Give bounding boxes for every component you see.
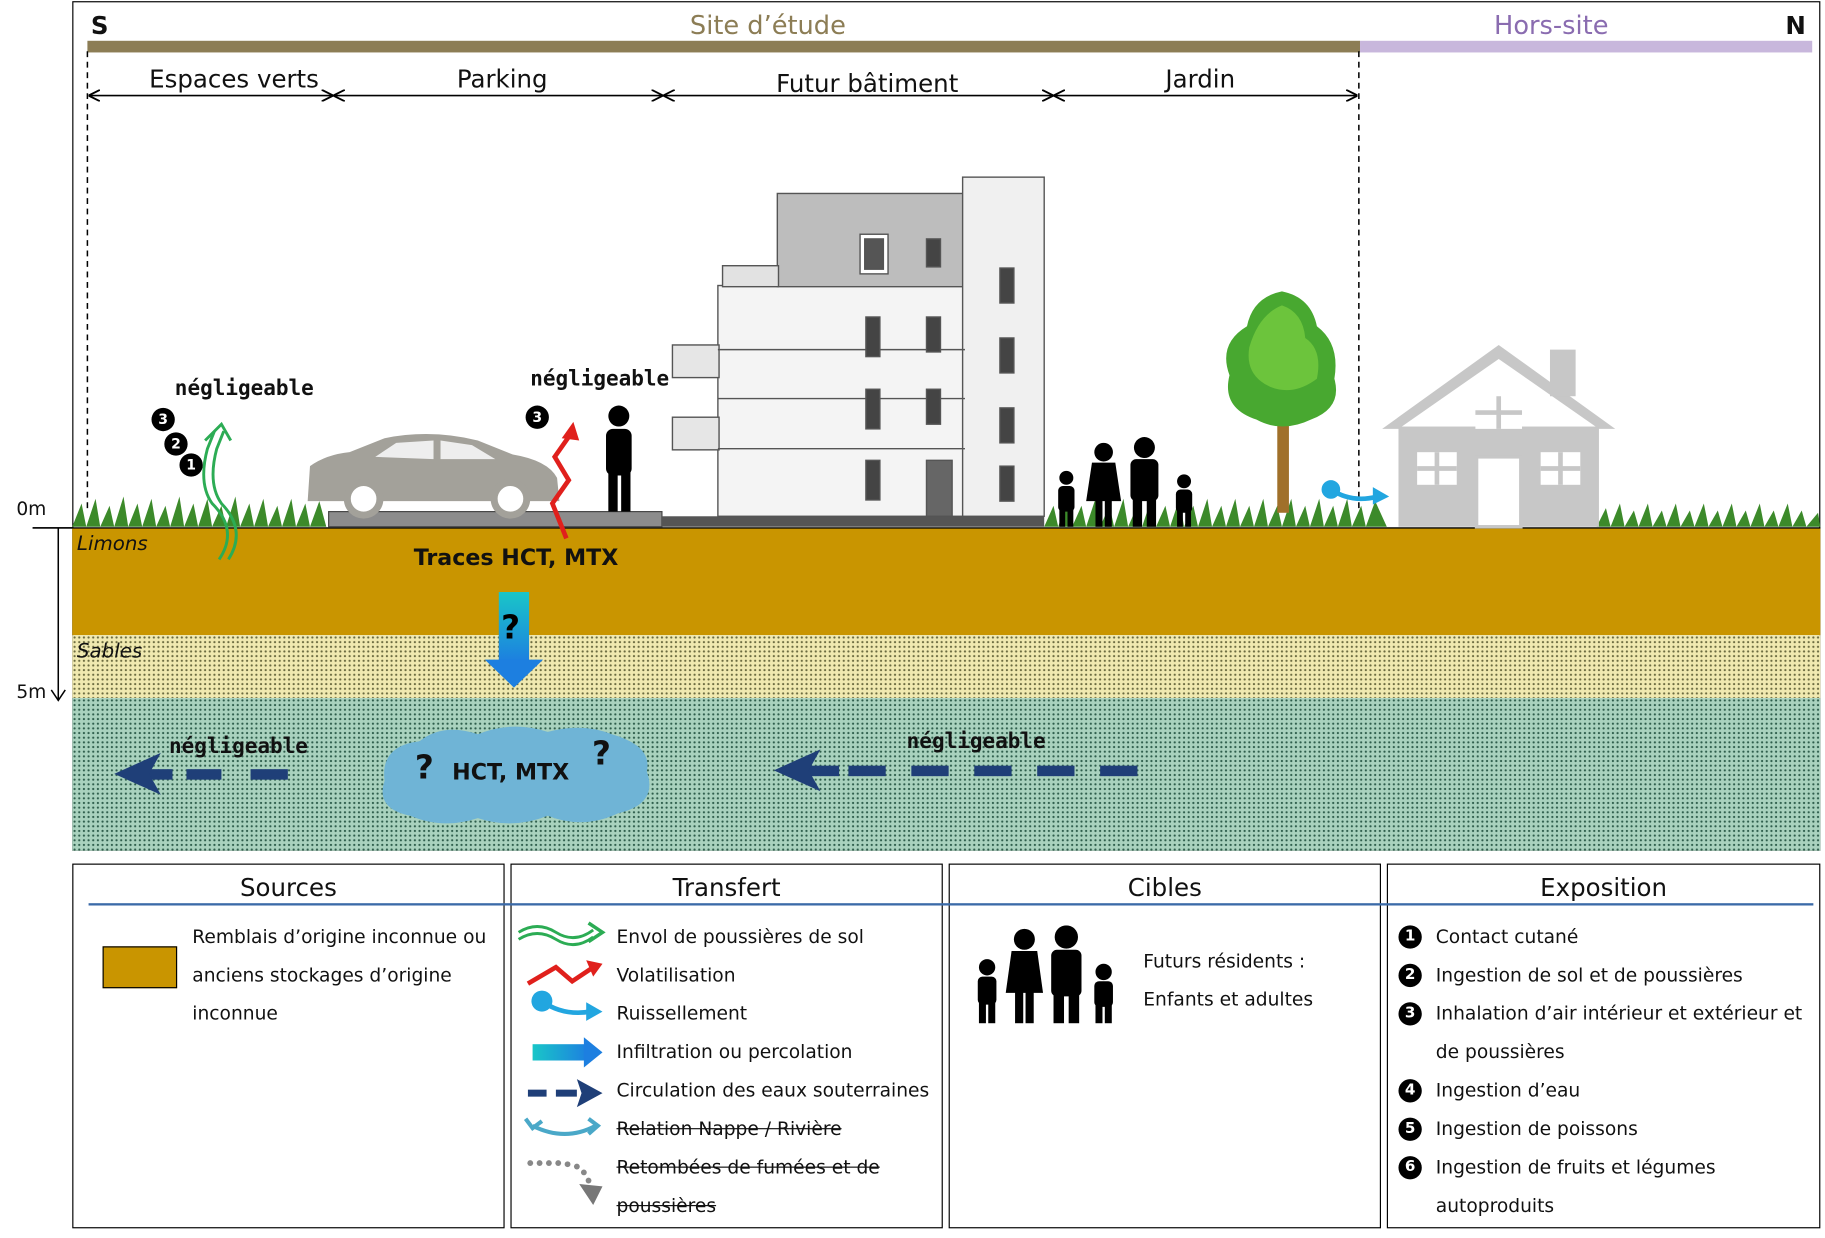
offsite-zone-bar xyxy=(1360,40,1813,53)
exposition-item-5: Ingestion de poissons xyxy=(1435,1117,1638,1140)
traces-label: Traces HCT, MTX xyxy=(413,545,619,572)
infiltration-question-mark: ? xyxy=(501,608,521,647)
legend-divider-line xyxy=(88,903,1814,905)
site-zone-bar xyxy=(87,40,1361,53)
transfert-item-2: Volatilisation xyxy=(616,963,736,986)
transfert-item-3: Ruissellement xyxy=(616,1002,748,1025)
exposition-item-4: Ingestion d’eau xyxy=(1435,1079,1581,1102)
negligeable-label-dust: négligeable xyxy=(174,376,314,401)
exposure-number-2: 2 xyxy=(1398,963,1422,988)
legend-title-sources: Sources xyxy=(240,874,337,903)
cyan-gradient-arrow-icon xyxy=(532,1037,603,1068)
depth-label-0m: 0m xyxy=(16,497,47,520)
transfert-item-5: Circulation des eaux souterraines xyxy=(616,1079,930,1102)
transfert-item-6: Relation Nappe / Rivière xyxy=(616,1117,842,1140)
exposure-number-3: 3 xyxy=(1398,1002,1422,1026)
exposure-number-5: 5 xyxy=(1398,1117,1422,1141)
area-label-jardin: Jardin xyxy=(1165,65,1236,94)
groundwater-flow-arrow-left xyxy=(114,752,288,795)
blue-dot-arrow-icon xyxy=(531,990,603,1021)
negligeable-label-flow-right: négligeable xyxy=(906,729,1046,755)
exposition-item-1: Contact cutané xyxy=(1435,925,1579,948)
sources-line-2: anciens stockages d’origine xyxy=(192,963,452,986)
exposition-item-3-cont: de poussières xyxy=(1435,1040,1565,1063)
exposure-number-1: 1 xyxy=(1398,925,1422,949)
site-zone-label: Site d’étude xyxy=(689,11,846,41)
remblais-swatch xyxy=(102,946,178,989)
legend-title-cibles: Cibles xyxy=(1127,874,1202,903)
sources-line-3: inconnue xyxy=(192,1002,278,1025)
transfert-item-1: Envol de poussières de sol xyxy=(616,925,864,948)
legend-panel-cibles: Cibles Futurs résidents : Enfants et adu… xyxy=(948,863,1381,1229)
grass-strips xyxy=(72,496,1821,527)
exposition-item-6-cont: autoproduits xyxy=(1435,1194,1555,1217)
depth-label-5m: 5m xyxy=(16,680,47,703)
negligeable-label-flow-left: négligeable xyxy=(168,734,308,759)
legend-title-exposition: Exposition xyxy=(1540,874,1668,903)
exposure-numbers-espaces-verts: 3 2 1 xyxy=(151,407,203,477)
area-label-espaces-verts: Espaces verts xyxy=(149,65,319,94)
cibles-line-1: Futurs résidents : xyxy=(1143,949,1306,972)
exposure-number-6: 6 xyxy=(1398,1156,1422,1180)
sources-line-1: Remblais d’origine inconnue ou xyxy=(192,925,487,948)
plume-label: HCT, MTX xyxy=(452,759,570,786)
negligeable-label-volatilisation: négligeable xyxy=(530,367,670,392)
remblais-layer xyxy=(72,527,1821,636)
limons-label: Limons xyxy=(76,532,148,556)
building-base-slab xyxy=(661,516,1045,527)
dust-emission-arrow xyxy=(202,421,238,561)
red-zigzag-arrow-icon xyxy=(526,960,603,986)
car-illustration xyxy=(307,434,560,519)
depth-axis xyxy=(32,527,73,702)
offsite-house-illustration xyxy=(1382,344,1616,529)
svg-text:1: 1 xyxy=(186,458,196,474)
green-wave-arrow-icon xyxy=(517,921,606,947)
diagram-graphics: 3 2 1 3 xyxy=(32,51,1821,824)
cibles-line-2: Enfants et adultes xyxy=(1143,988,1314,1011)
svg-text:3: 3 xyxy=(532,410,542,426)
standing-person xyxy=(606,405,632,512)
building-illustration xyxy=(671,176,1045,517)
exposition-item-3: Inhalation d’air intérieur et extérieur … xyxy=(1435,1002,1803,1025)
south-label: S xyxy=(90,11,109,40)
legend-panel-sources: Sources Remblais d’origine inconnue ou a… xyxy=(72,863,505,1229)
tree-illustration xyxy=(1226,291,1337,513)
transfert-icons xyxy=(517,921,606,1206)
sables-label: Sables xyxy=(76,639,143,664)
svg-text:3: 3 xyxy=(158,412,168,428)
transfert-item-7-cont: poussières xyxy=(616,1194,717,1217)
infiltration-arrow xyxy=(484,592,544,688)
legend-panel-exposition: Exposition 1 2 3 4 5 6 Contact cutané In… xyxy=(1386,863,1821,1229)
area-label-parking: Parking xyxy=(456,65,548,94)
plume-question-right: ? xyxy=(592,734,611,773)
exposition-item-6: Ingestion de fruits et légumes xyxy=(1435,1156,1716,1179)
exposure-number-4: 4 xyxy=(1398,1079,1422,1103)
groundwater-plume xyxy=(382,726,650,824)
exposure-number-parking: 3 xyxy=(525,405,549,429)
navy-dashed-arrow-icon xyxy=(527,1079,603,1108)
plume-question-left: ? xyxy=(414,748,434,787)
family-illustration xyxy=(1058,437,1193,527)
exposition-item-2: Ingestion de sol et de poussières xyxy=(1435,963,1743,986)
teal-double-arrow-icon xyxy=(523,1117,602,1136)
volatilisation-arrow xyxy=(549,421,580,540)
legend-panel-transfert: Transfert xyxy=(510,863,943,1229)
family-legend-icon xyxy=(977,925,1113,1024)
runoff-arrow xyxy=(1321,480,1390,505)
groundwater-flow-arrow-right xyxy=(773,749,1138,792)
sables-layer xyxy=(72,635,1821,699)
transfert-item-7: Retombées de fumées et de xyxy=(616,1156,880,1179)
legend-title-transfert: Transfert xyxy=(672,874,781,903)
transfert-item-4: Infiltration ou percolation xyxy=(616,1040,853,1063)
svg-text:2: 2 xyxy=(171,437,181,453)
offsite-zone-label: Hors-site xyxy=(1494,11,1609,41)
north-label: N xyxy=(1785,11,1806,40)
parking-slab xyxy=(328,511,663,528)
grey-dotted-arrow-icon xyxy=(527,1160,603,1206)
